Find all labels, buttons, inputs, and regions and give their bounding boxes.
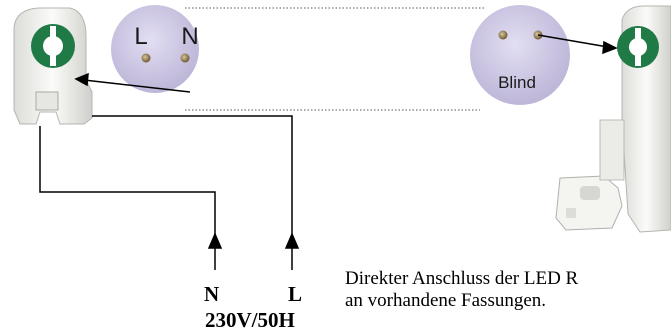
right-socket-bracket-tab [566,208,576,218]
left-pin-label: L [134,23,147,50]
live-arrowhead [284,232,300,249]
caption: Direkter Anschluss der LED R an vorhande… [345,268,671,312]
neutral-label: N [204,282,220,306]
left-socket [13,7,93,125]
tube-outline [185,7,485,111]
left-insertion-arrowhead [74,72,89,87]
right-pin-label: N [181,23,198,50]
left-pin [141,53,151,63]
live-wire [92,115,293,238]
right-end-cap-disc [470,5,570,105]
right-socket-bracket [555,175,623,231]
right-pin [180,53,190,63]
left-socket-pin-slot [50,26,56,66]
mains-wiring [39,115,293,238]
neutral-wire [39,126,216,238]
right-socket-pin-slot [635,28,641,66]
blind-left-pin [498,30,508,40]
right-insertion-arrow [537,34,609,48]
left-end-cap-disc [111,5,199,93]
left-end-cap: L N [111,5,199,93]
voltage-label: 230V/50H [205,308,295,332]
left-insertion-arrow [83,79,191,93]
live-label: L [288,282,303,306]
caption-line-1: Direkter Anschluss der LED R [345,268,579,289]
right-socket [555,5,671,233]
right-socket-bracket-hole [580,186,600,200]
right-end-cap: Blind [470,5,570,105]
insertion-arrows [74,34,618,93]
blind-label: Blind [498,73,536,92]
right-insertion-arrowhead [602,40,618,55]
right-socket-stem [599,119,625,181]
left-socket-clip [35,91,59,111]
supply-arrows [207,232,300,270]
neutral-arrowhead [207,232,223,249]
caption-line-2: an vorhandene Fassungen. [345,290,547,311]
